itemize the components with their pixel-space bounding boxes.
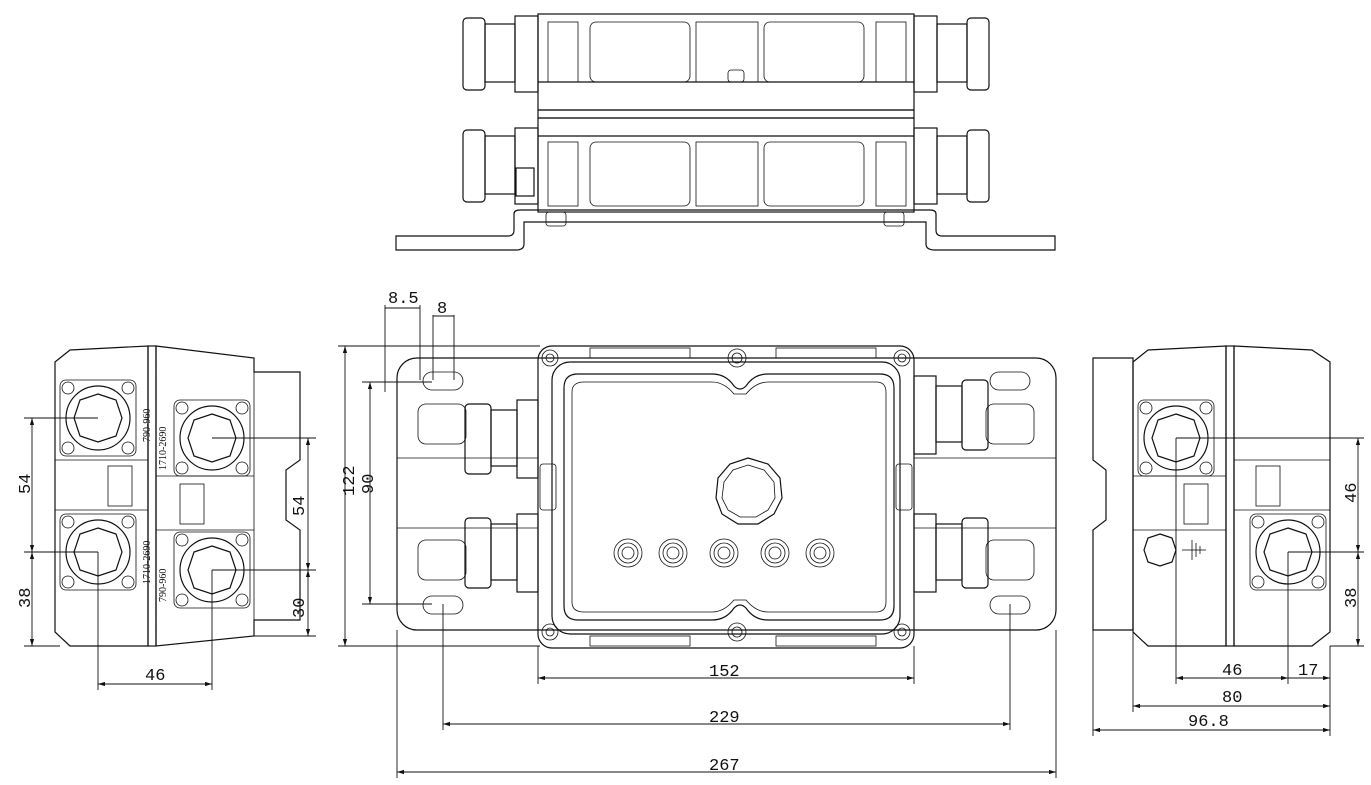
dim-8: 8	[437, 300, 447, 319]
top-view	[395, 13, 1056, 251]
dim-30: 30	[291, 598, 310, 618]
dim-54-right: 54	[291, 496, 310, 516]
dim-17: 17	[1298, 662, 1318, 681]
port-label-1: 790-960	[142, 409, 153, 442]
dim-8-5: 8.5	[388, 290, 419, 309]
dim-229: 229	[709, 709, 740, 728]
dim-46-left: 46	[145, 667, 165, 686]
ground-icon	[1182, 540, 1206, 560]
port-label-2: 1710-2690	[158, 427, 169, 470]
dim-80: 80	[1222, 689, 1242, 708]
dim-267: 267	[709, 757, 740, 776]
right-view: 46 38 46 17 80 96.8	[1092, 345, 1364, 736]
dim-96-8: 96.8	[1188, 713, 1229, 732]
dim-46-horizontal: 46	[1222, 662, 1242, 681]
dim-38-left: 38	[17, 588, 36, 608]
dim-54-left: 54	[17, 474, 36, 494]
dim-152: 152	[709, 663, 740, 682]
left-view: 790-960 1710-2690 1710-2690 790-960 54 3…	[17, 345, 316, 690]
dim-46-vertical: 46	[1343, 483, 1362, 503]
dim-122: 122	[341, 465, 360, 496]
port-label-3: 1710-2690	[142, 541, 153, 584]
dim-38-right: 38	[1343, 588, 1362, 608]
port-label-4: 790-960	[158, 569, 169, 602]
front-view: 8.5 8 122 90 152 229 267	[338, 290, 1057, 778]
dim-90: 90	[360, 474, 379, 494]
